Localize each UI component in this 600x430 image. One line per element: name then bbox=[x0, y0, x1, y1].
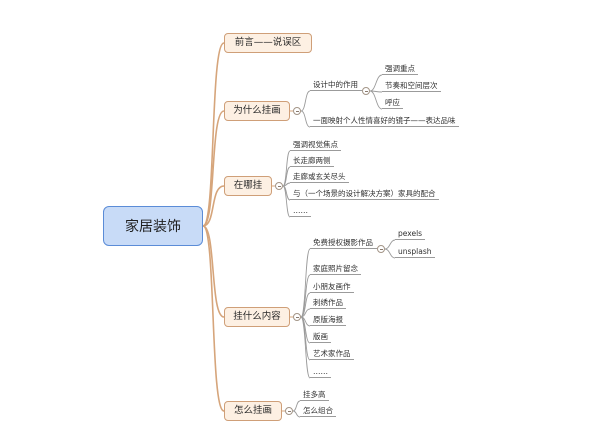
subtopic-connector bbox=[282, 185, 291, 218]
subtopic-design-role[interactable]: 设计中的作用 bbox=[310, 80, 362, 91]
subtopic-connector bbox=[282, 166, 291, 187]
subtopic-connector bbox=[292, 410, 301, 418]
collapse-toggle-icon[interactable] bbox=[293, 107, 301, 115]
subtopic-kids-drawings[interactable]: 小朋友画作 bbox=[310, 282, 354, 293]
collapse-toggle-icon[interactable] bbox=[275, 182, 283, 190]
subtopic-how-combine[interactable]: 怎么组合 bbox=[300, 406, 336, 417]
subtopic-connector bbox=[300, 316, 311, 344]
connector-root-how-hang bbox=[202, 225, 225, 412]
subtopic-prints[interactable]: 版画 bbox=[310, 332, 331, 343]
subtopic-connector bbox=[300, 316, 311, 327]
subtopic-connector bbox=[300, 248, 311, 318]
subtopic-furniture-match[interactable]: 与（一个场景的设计解决方案）家具的配合 bbox=[290, 189, 439, 200]
connector-root-preface bbox=[202, 42, 225, 227]
subtopic-connector bbox=[300, 316, 311, 361]
subtopic-connector bbox=[300, 292, 311, 318]
subtopic-artist-works[interactable]: 艺术家作品 bbox=[310, 349, 354, 360]
central-topic[interactable]: 家居装饰 bbox=[103, 206, 203, 246]
subtopic-long-corridor[interactable]: 长走廊两侧 bbox=[290, 156, 334, 167]
subtopic-connector bbox=[369, 90, 383, 110]
main-topic-what-content[interactable]: 挂什么内容 bbox=[224, 307, 290, 327]
collapse-toggle-icon[interactable] bbox=[293, 313, 301, 321]
subtopic-emphasis[interactable]: 强调重点 bbox=[382, 64, 418, 75]
collapse-toggle-icon[interactable] bbox=[377, 245, 385, 253]
collapse-toggle-icon[interactable] bbox=[285, 407, 293, 415]
collapse-toggle-icon[interactable] bbox=[362, 87, 370, 95]
subtopic-connector bbox=[282, 182, 291, 187]
subtopic-connector bbox=[384, 239, 396, 250]
subtopic-embroidery[interactable]: 刺绣作品 bbox=[310, 298, 346, 309]
subtopic-connector bbox=[300, 110, 311, 128]
subtopic-connector bbox=[300, 274, 311, 318]
connector-root-what-content bbox=[202, 225, 225, 318]
subtopic-how-high[interactable]: 挂多高 bbox=[300, 390, 329, 401]
main-topic-why-hang[interactable]: 为什么挂画 bbox=[224, 101, 290, 121]
main-topic-preface[interactable]: 前言——说误区 bbox=[224, 33, 312, 53]
connector-root-where-hang bbox=[202, 185, 225, 227]
main-topic-where-hang[interactable]: 在哪挂 bbox=[224, 176, 272, 196]
connector-root-why-hang bbox=[202, 110, 225, 227]
main-branch-connectors bbox=[202, 42, 225, 412]
subtopic-visual-focus[interactable]: 强调视觉焦点 bbox=[290, 140, 341, 151]
subtopic-corridor-end[interactable]: 走廊或玄关尽头 bbox=[290, 172, 349, 183]
subtopic-mirror-taste[interactable]: 一面映射个人性情喜好的镜子——表达品味 bbox=[310, 116, 459, 127]
subtopic-free-photos[interactable]: 免费授权摄影作品 bbox=[310, 238, 377, 249]
main-topic-how-hang[interactable]: 怎么挂画 bbox=[224, 401, 282, 421]
subtopic-original-posters[interactable]: 原版海报 bbox=[310, 315, 346, 326]
subtopic-rhythm-space[interactable]: 节奏和空间层次 bbox=[382, 81, 441, 92]
subtopic-connector bbox=[300, 90, 311, 112]
subtopic-unsplash[interactable]: unsplash bbox=[395, 247, 435, 258]
subtopic-connector bbox=[300, 316, 311, 379]
subtopic-connector bbox=[369, 90, 383, 93]
subtopic-connector bbox=[300, 308, 311, 318]
subtopic-echo[interactable]: 呼应 bbox=[382, 98, 403, 109]
subtopic-connector bbox=[282, 185, 291, 201]
subtopic-connector bbox=[369, 74, 383, 92]
subtopic-connector bbox=[292, 400, 301, 412]
subtopic-ellipsis[interactable]: …… bbox=[290, 206, 311, 217]
subtopic-ellipsis[interactable]: …… bbox=[310, 367, 331, 378]
subtopic-pexels[interactable]: pexels bbox=[395, 229, 426, 240]
subtopic-family-photos[interactable]: 家庭照片留念 bbox=[310, 264, 361, 275]
subtopic-connector bbox=[282, 150, 291, 187]
subtopic-connector bbox=[384, 248, 396, 259]
